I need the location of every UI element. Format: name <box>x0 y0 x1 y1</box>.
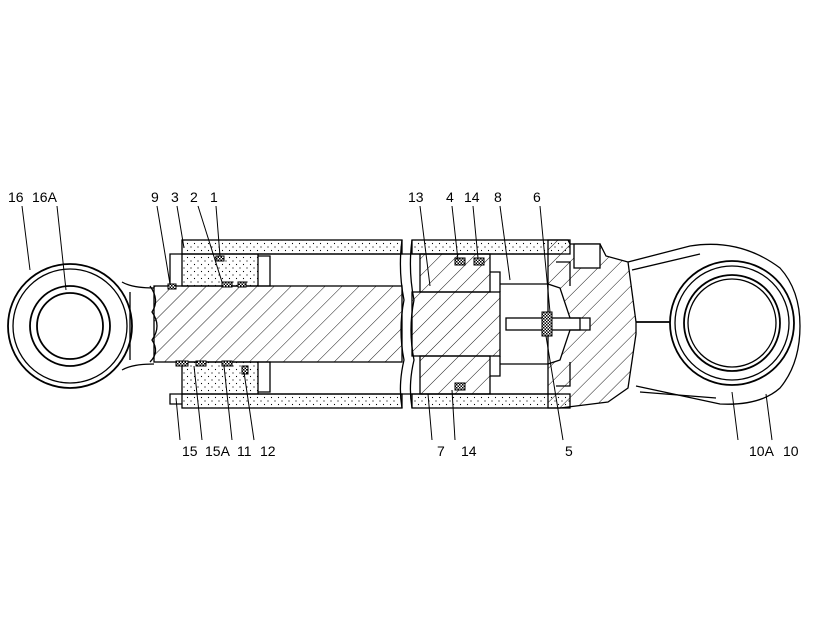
cylinder-cap <box>547 239 637 409</box>
rod-eye <box>7 263 155 389</box>
seal-1 <box>215 255 225 262</box>
callout-16a: 16A <box>32 189 58 205</box>
callout-11: 11 <box>237 443 252 459</box>
rod-eye-outer-inner-line <box>12 268 128 384</box>
callouts-bottom: 15 15A 11 12 7 14 5 10A 10 <box>182 443 799 459</box>
cap-port <box>573 243 601 269</box>
tube-top-wall-right <box>411 239 571 255</box>
cap-eye-arm <box>627 243 801 405</box>
piston-seal-14-top <box>473 257 485 266</box>
seal-12 <box>241 365 249 375</box>
callout-6: 6 <box>533 189 541 205</box>
callout-16: 16 <box>8 189 24 205</box>
rod-eye-neck <box>121 281 155 371</box>
cap-relief <box>556 261 571 387</box>
callout-10a: 10A <box>749 443 775 459</box>
piston <box>419 253 581 395</box>
leader-lines <box>21 205 773 441</box>
seal-11 <box>221 360 233 367</box>
seal-9 <box>167 283 177 290</box>
callout-15: 15 <box>182 443 198 459</box>
cap-eye-bore <box>683 274 781 372</box>
cap-eye <box>627 243 801 405</box>
piston-seal-14-bottom <box>454 382 466 391</box>
piston-step <box>490 271 501 377</box>
callout-14-bottom: 14 <box>461 443 477 459</box>
callout-4: 4 <box>446 189 454 205</box>
seal-top-a <box>237 281 247 288</box>
callout-3: 3 <box>171 189 179 205</box>
tube-top-wall-left <box>181 239 403 255</box>
rod-break-left <box>149 285 158 363</box>
callout-2: 2 <box>190 189 198 205</box>
cap-eye-bushing-line <box>674 265 790 381</box>
bolt-lock-5 <box>541 311 553 337</box>
head-flange-bottom <box>169 361 271 405</box>
callout-12: 12 <box>260 443 276 459</box>
rod-break-mark <box>399 239 405 409</box>
cylinder-head <box>167 253 271 405</box>
piston-bottom <box>419 355 491 395</box>
piston-seal-4 <box>454 257 466 266</box>
callouts-top: 16 16A 9 3 2 1 13 4 14 8 6 <box>8 189 541 205</box>
cap-eye-bore-inner <box>687 278 777 368</box>
piston-rod-right <box>411 291 501 357</box>
callout-5: 5 <box>565 443 573 459</box>
piston-rod-left <box>153 285 403 363</box>
rod-eye-outer <box>7 263 133 389</box>
callout-14-top: 14 <box>464 189 480 205</box>
callout-1: 1 <box>210 189 218 205</box>
callout-15a: 15A <box>205 443 231 459</box>
seal-15a <box>195 360 207 367</box>
tube-bottom-wall-right <box>411 393 571 409</box>
cap-eye-arm-inner <box>631 253 717 399</box>
seal-15 <box>175 360 189 367</box>
cylinder-tube <box>181 239 571 409</box>
callout-13: 13 <box>408 189 424 205</box>
rod-eye-bore <box>36 292 104 360</box>
cap-eye-bushing <box>669 260 795 386</box>
tube-bottom-wall-left <box>181 393 403 409</box>
callout-10: 10 <box>783 443 799 459</box>
rod-eye-bushing <box>29 285 111 367</box>
rod-break-mark-2 <box>409 239 415 409</box>
callout-8: 8 <box>494 189 502 205</box>
callout-9: 9 <box>151 189 159 205</box>
seal-2 <box>221 281 233 288</box>
callout-7: 7 <box>437 443 445 459</box>
head-flange-top <box>169 253 271 287</box>
